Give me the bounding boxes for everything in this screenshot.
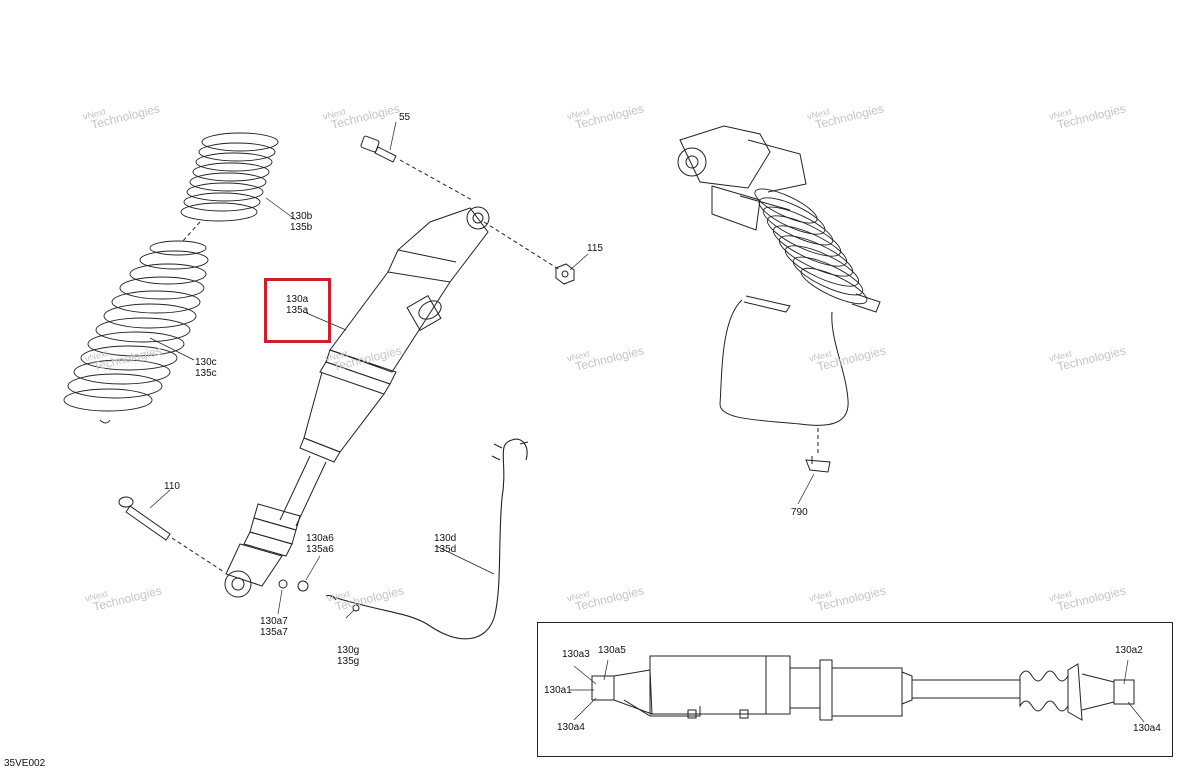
fitting-130a6[interactable] <box>297 580 309 592</box>
callout-115[interactable]: 115 <box>587 243 603 254</box>
inset-frame <box>537 622 1173 757</box>
callout-55[interactable]: 55 <box>399 112 411 123</box>
upper-spring[interactable] <box>180 132 279 222</box>
callout-130a2[interactable]: 130a2 <box>1115 645 1143 656</box>
harness-130d[interactable] <box>329 438 528 640</box>
fitting-130g[interactable] <box>352 604 360 612</box>
callout-130a3[interactable]: 130a3 <box>562 649 590 660</box>
callout-130a4-left[interactable]: 130a4 <box>557 722 585 733</box>
bolt-110[interactable] <box>118 496 171 541</box>
diagram-code: 35VE002 <box>4 758 46 769</box>
bolt-55[interactable] <box>360 135 397 163</box>
nut-115[interactable] <box>555 263 575 285</box>
callout-130a1[interactable]: 130a1 <box>544 685 572 696</box>
fitting-130a7[interactable] <box>278 579 288 589</box>
assembled-shock[interactable] <box>677 125 881 426</box>
clip-790[interactable] <box>805 456 831 473</box>
callout-110[interactable]: 110 <box>164 481 180 492</box>
lower-spring[interactable] <box>63 240 209 424</box>
callout-790[interactable]: 790 <box>791 507 808 518</box>
callout-130a4-right[interactable]: 130a4 <box>1133 723 1161 734</box>
shock-body[interactable] <box>224 206 490 598</box>
callout-130a5[interactable]: 130a5 <box>598 645 626 656</box>
inset-shock-detail[interactable] <box>591 655 1135 721</box>
selected-part-highlight <box>264 278 331 343</box>
